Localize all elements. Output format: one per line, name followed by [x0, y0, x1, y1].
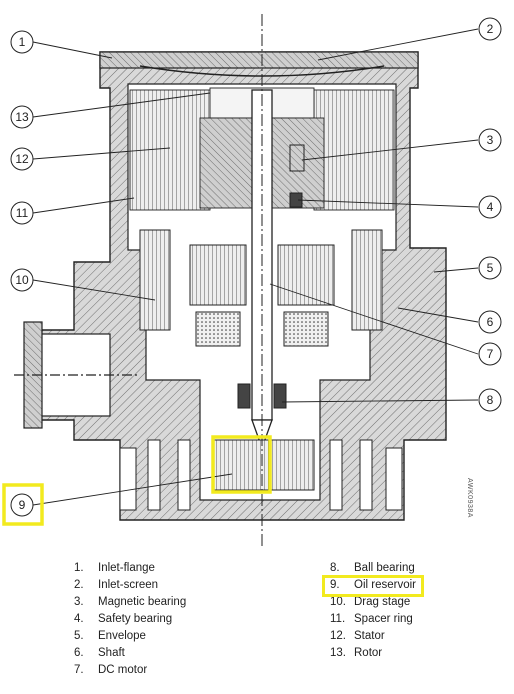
oil-reservoir-highlight	[211, 435, 272, 494]
callout-3: 3	[478, 128, 502, 152]
callout-4: 4	[478, 195, 502, 219]
drawing-code: AWK0938A	[466, 478, 473, 518]
callout-7: 7	[478, 342, 502, 366]
svg-text:8: 8	[487, 393, 494, 407]
legend-left-column: 1.Inlet-flange 2.Inlet-screen 3.Magnetic…	[74, 560, 186, 679]
callout-2: 2	[478, 17, 502, 41]
callout-8: 8	[478, 388, 502, 412]
legend-item: 1.Inlet-flange	[74, 562, 155, 574]
callout-6: 6	[478, 310, 502, 334]
svg-text:11: 11	[16, 206, 29, 220]
svg-text:3: 3	[487, 133, 494, 147]
callout-12: 12	[10, 147, 34, 171]
oil-reservoir	[213, 439, 315, 491]
legend-right-column: 8.Ball bearing 9.Oil reservoir 10.Drag s…	[322, 560, 424, 662]
legend-item-highlighted: 9.Oil reservoir	[322, 575, 424, 597]
svg-text:12: 12	[15, 152, 29, 166]
callout-10: 10	[10, 268, 34, 292]
legend-item: 4.Safety bearing	[74, 613, 173, 625]
callout-5: 5	[478, 256, 502, 280]
callout-1: 1	[10, 30, 34, 54]
callout-11: 11	[10, 201, 34, 225]
legend-item: 5.Envelope	[74, 630, 146, 642]
bearings	[237, 144, 305, 409]
callout-13: 13	[10, 105, 34, 129]
svg-text:1: 1	[19, 35, 26, 49]
legend-item: 7.DC motor	[74, 664, 148, 676]
svg-text:7: 7	[487, 347, 494, 361]
callout-9: 9	[10, 493, 34, 517]
callout-markers: 1 2 3 4 5 6 7 8 9 10 11 12 13	[10, 17, 502, 517]
legend-item: 10.Drag stage	[330, 596, 411, 608]
legend-item: 3.Magnetic bearing	[74, 596, 187, 608]
leader-lines	[32, 28, 479, 506]
svg-text:6: 6	[487, 315, 494, 329]
dc-motor	[189, 244, 335, 347]
svg-text:2: 2	[487, 22, 494, 36]
legend-item: 6.Shaft	[74, 647, 125, 659]
side-port	[14, 321, 140, 429]
oil-reservoir-legend-highlight	[322, 575, 424, 597]
svg-text:10: 10	[15, 273, 29, 287]
pump-cross-section-diagram: 1 2 3 4 5 6 7 8 9 10 11 12 13	[2, 14, 502, 548]
svg-text:9: 9	[19, 498, 26, 512]
legend-item: 8.Ball bearing	[330, 562, 415, 574]
svg-text:5: 5	[487, 261, 494, 275]
callout-9-highlight	[2, 483, 44, 526]
legend-item: 2.Inlet-screen	[74, 579, 159, 591]
svg-text:13: 13	[15, 110, 29, 124]
svg-text:4: 4	[487, 200, 494, 214]
legend-item: 13.Rotor	[330, 647, 383, 659]
legend-item: 11.Spacer ring	[330, 613, 413, 625]
legend-item: 12.Stator	[330, 630, 385, 642]
